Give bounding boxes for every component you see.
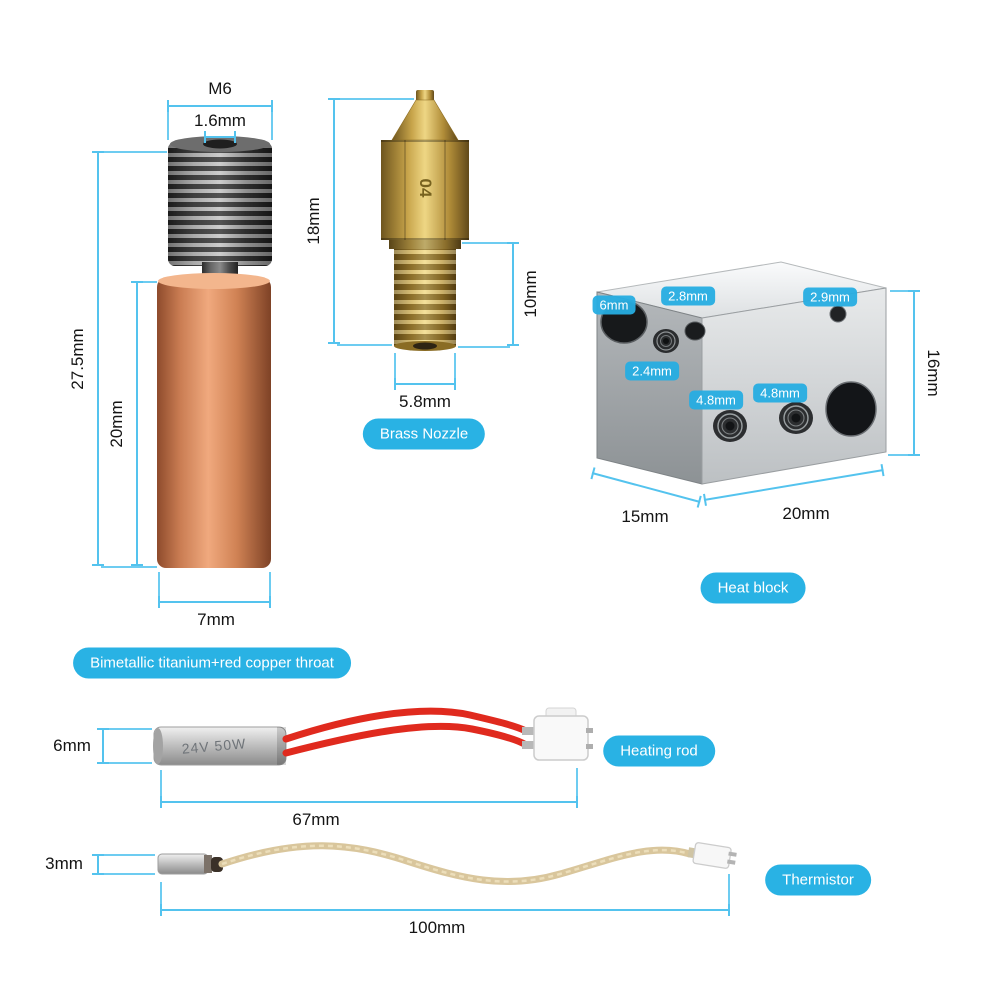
hole-label-2.4mm: 2.4mm <box>625 361 679 381</box>
dim-label-block-width: 20mm <box>782 504 830 523</box>
dim-label-throat-thread: M6 <box>208 79 232 98</box>
ext-line <box>160 770 162 806</box>
throat-name-badge: Bimetallic titanium+red copper throat <box>73 647 351 679</box>
ext-line <box>160 882 162 914</box>
ext-line <box>462 242 510 244</box>
dim-throat-copper-line <box>131 281 143 566</box>
dim-thermistor-diameter-line <box>92 854 104 875</box>
thermistor-part <box>157 842 737 886</box>
ext-line <box>158 572 160 606</box>
dim-label-nozzle-thread-length: 10mm <box>521 270 540 318</box>
hole-label-4.8mm-right: 4.8mm <box>753 383 807 403</box>
ext-line <box>890 290 911 292</box>
throat-part <box>157 136 272 568</box>
dim-nozzle-thread-length-line <box>507 242 519 346</box>
dim-label-nozzle-thread-dia: 5.8mm <box>399 392 451 411</box>
ext-line <box>394 353 396 387</box>
nozzle-marking: 04 <box>416 178 435 198</box>
dim-nozzle-thread-dia-line <box>394 378 456 390</box>
ext-line <box>269 572 271 606</box>
hole-label-2.9mm: 2.9mm <box>803 287 857 307</box>
ext-line <box>458 346 510 348</box>
ext-line <box>271 107 273 140</box>
dim-label-throat-total: 27.5mm <box>68 328 87 390</box>
dim-label-nozzle-height: 18mm <box>304 197 323 245</box>
dim-throat-m6-line <box>167 100 273 112</box>
ext-line <box>576 768 578 806</box>
ext-line <box>167 107 169 140</box>
ext-line <box>101 566 157 568</box>
nozzle-part <box>381 90 469 351</box>
dim-throat-diameter-line <box>158 596 271 608</box>
ext-line <box>337 98 414 100</box>
dim-label-throat-bore: 1.6mm <box>194 111 246 130</box>
ext-line <box>454 353 456 387</box>
dim-label-thermistor-diameter: 3mm <box>45 854 83 873</box>
ext-line <box>101 854 155 856</box>
dim-label-thermistor-length: 100mm <box>408 918 466 937</box>
dim-label-throat-copper: 20mm <box>107 400 126 448</box>
ext-line <box>140 281 157 283</box>
nozzle-name-badge: Brass Nozzle <box>362 418 486 450</box>
dim-rod-length-line <box>160 796 578 808</box>
ext-line <box>106 762 152 764</box>
dim-label-rod-diameter: 6mm <box>53 736 91 755</box>
hole-label-6mm: 6mm <box>592 295 636 315</box>
thermistor-name-badge: Thermistor <box>765 864 871 896</box>
heating-rod-part <box>153 707 593 766</box>
dim-thermistor-length-line <box>160 904 730 916</box>
dim-rod-diameter-line <box>97 728 109 764</box>
dim-label-block-height: 16mm <box>924 349 943 397</box>
dim-label-block-depth: 15mm <box>621 507 669 526</box>
dim-label-throat-diameter: 7mm <box>197 610 235 629</box>
ext-line <box>337 344 392 346</box>
dim-throat-total-line <box>92 151 104 566</box>
heating-rod-name-badge: Heating rod <box>603 735 715 767</box>
ext-line <box>728 874 730 914</box>
dim-label-rod-length: 67mm <box>292 810 340 829</box>
hole-label-2.8mm: 2.8mm <box>661 286 715 306</box>
hole-label-4.8mm-left: 4.8mm <box>689 390 743 410</box>
dim-nozzle-height-line <box>328 98 340 344</box>
heat-block-name-badge: Heat block <box>700 572 806 604</box>
dim-throat-bore-line <box>204 131 236 143</box>
ext-line <box>101 151 167 153</box>
ext-line <box>101 873 155 875</box>
ext-line <box>106 728 152 730</box>
ext-line <box>888 454 911 456</box>
dim-block-height-line <box>908 290 920 456</box>
